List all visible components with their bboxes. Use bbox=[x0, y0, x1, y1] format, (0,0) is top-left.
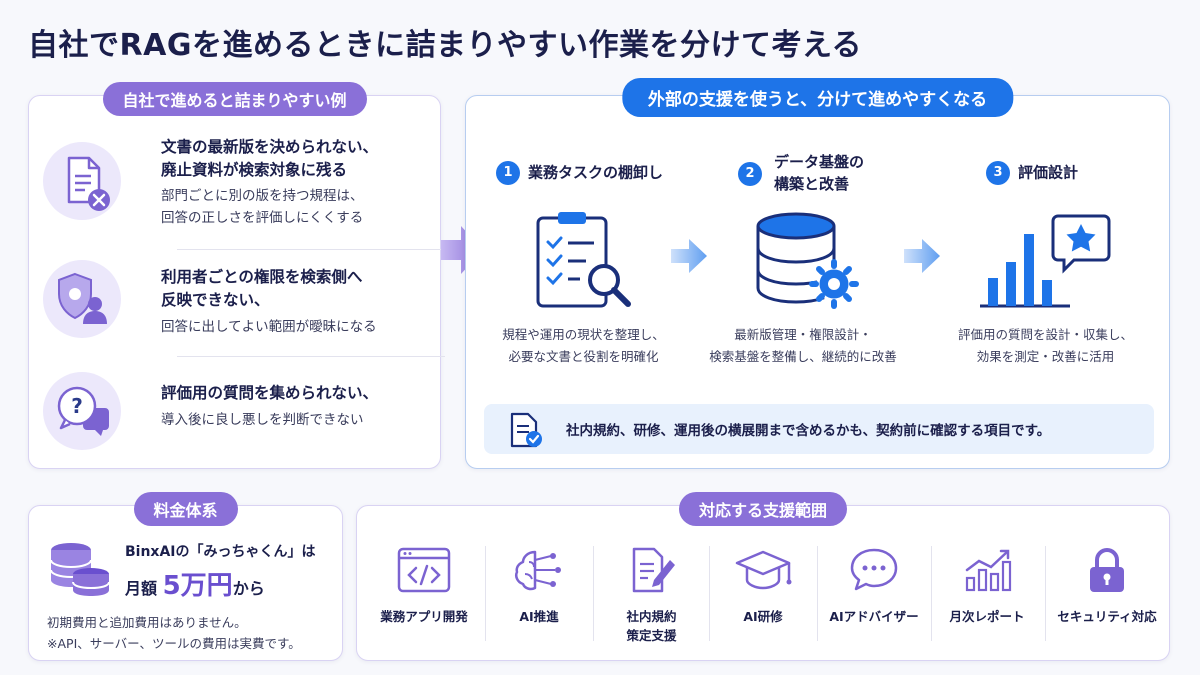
step-3-title: 3 評価設計 bbox=[986, 161, 1078, 185]
scope-item-monthly-report: 月次レポート bbox=[937, 546, 1037, 625]
pricing-suffix: から bbox=[232, 579, 265, 598]
divider bbox=[177, 356, 445, 357]
step-2-desc-line2: 検索基盤を整備し、継続的に改善 bbox=[709, 349, 897, 364]
problem-head-2b: 反映できない、 bbox=[161, 291, 270, 309]
divider bbox=[593, 546, 594, 641]
problems-panel: 自社で進めると詰まりやすい例 文書の最新版を決められない、 廃止資料が検索対象に… bbox=[28, 82, 445, 469]
question-bubble-icon: ? bbox=[43, 372, 121, 450]
scope-item-policy: 社内規約 策定支援 bbox=[599, 546, 704, 644]
database-gear-icon bbox=[756, 212, 859, 309]
document-pen-icon bbox=[632, 547, 675, 593]
scope-item-ai-advisor: AIアドバイザー bbox=[819, 546, 929, 625]
divider bbox=[709, 546, 710, 641]
step-3-number: 3 bbox=[986, 161, 1010, 185]
step-1-title-text: 業務タスクの棚卸し bbox=[528, 163, 664, 182]
pricing-product: BinxAIの「みっちゃくん」は bbox=[125, 544, 316, 560]
pricing-note-2: ※API、サーバー、ツールの費用は実費です。 bbox=[47, 636, 301, 651]
arrow-right-icon bbox=[904, 239, 940, 273]
problem-item-permission: 利用者ごとの権限を検索側へ 反映できない、 回答に出してよい範囲が曖昧になる bbox=[43, 260, 431, 346]
note-text: 社内規約、研修、運用後の横展開まで含めるかも、契約前に確認する項目です。 bbox=[566, 423, 1051, 439]
problem-head-2a: 利用者ごとの権限を検索側へ bbox=[161, 268, 363, 286]
problem-item-evaluation: ? 評価用の質問を集められない、 導入後に良し悪しを判断できない bbox=[43, 372, 431, 458]
problems-label: 自社で進めると詰まりやすい例 bbox=[102, 82, 367, 116]
svg-text:?: ? bbox=[71, 394, 83, 418]
page-title: 自社でRAGを進めるときに詰まりやすい作業を分けて考える bbox=[28, 28, 863, 63]
scope-label-ai-training: AI研修 bbox=[743, 609, 783, 624]
scope-label-policy-line1: 社内規約 bbox=[626, 609, 677, 624]
pricing-value: 5万円 bbox=[162, 571, 233, 601]
support-scope-label: 対応する支援範囲 bbox=[678, 492, 848, 526]
scope-item-ai-promotion: AI推進 bbox=[491, 546, 587, 625]
step-1-title: 1 業務タスクの棚卸し bbox=[496, 161, 663, 185]
scope-label-ai-advisor: AIアドバイザー bbox=[829, 609, 919, 624]
step-3-desc-line1: 評価用の質問を設計・収集し、 bbox=[957, 327, 1133, 342]
solution-label: 外部の支援を使うと、分けて進めやすくなる bbox=[621, 78, 1014, 117]
problem-body-3a: 導入後に良し悪しを判断できない bbox=[161, 412, 364, 428]
step-1-desc-line1: 規程や運用の現状を整理し、 bbox=[502, 327, 665, 342]
step-2-number: 2 bbox=[738, 162, 762, 186]
arrow-right-icon bbox=[441, 226, 483, 274]
problem-head-1b: 廃止資料が検索対象に残る bbox=[161, 161, 348, 179]
graduation-cap-icon bbox=[735, 550, 792, 590]
clipboard-search-icon bbox=[536, 212, 631, 308]
chart-star-icon bbox=[980, 214, 1111, 308]
padlock-icon bbox=[1090, 548, 1124, 592]
problem-head-1a: 文書の最新版を決められない、 bbox=[161, 138, 379, 156]
arrow-right-icon bbox=[671, 239, 707, 273]
step-2-desc: 最新版管理・権限設計・ 検索基盤を整備し、継続的に改善 bbox=[688, 324, 918, 368]
step-2-desc-line1: 最新版管理・権限設計・ bbox=[734, 327, 872, 342]
scope-label-security: セキュリティ対応 bbox=[1057, 609, 1157, 624]
document-check-icon bbox=[510, 412, 542, 448]
document-x-icon bbox=[43, 142, 121, 220]
scope-label-monthly-report: 月次レポート bbox=[949, 609, 1025, 624]
problem-item-version: 文書の最新版を決められない、 廃止資料が検索対象に残る 部門ごとに別の版を持つ規… bbox=[43, 136, 431, 236]
step-3-title-text: 評価設計 bbox=[1018, 163, 1079, 182]
divider bbox=[931, 546, 932, 641]
pricing-amount: 月額 5万円から bbox=[125, 565, 265, 602]
scope-label-ai-promotion: AI推進 bbox=[519, 609, 559, 624]
scope-item-security: セキュリティ対応 bbox=[1049, 546, 1165, 625]
chat-bubble-icon bbox=[850, 548, 898, 591]
pricing-panel: 料金体系 BinxAIの「みっちゃくん」は 月額 5万円から 初期費用と追加費用… bbox=[28, 492, 343, 661]
scope-item-ai-training: AI研修 bbox=[715, 546, 811, 625]
pricing-prefix: 月額 bbox=[125, 579, 158, 598]
step-1-desc-line2: 必要な文書と役割を明確化 bbox=[508, 349, 659, 364]
pricing-label: 料金体系 bbox=[133, 492, 238, 526]
code-window-icon bbox=[397, 547, 451, 593]
scope-item-app-dev: 業務アプリ開発 bbox=[369, 546, 479, 625]
shield-user-icon bbox=[43, 260, 121, 338]
problem-head-3a: 評価用の質問を集められない、 bbox=[161, 384, 379, 402]
scope-label-policy-line2: 策定支援 bbox=[626, 628, 677, 643]
step-2-title-line2: 構築と改善 bbox=[774, 175, 850, 193]
ai-brain-icon bbox=[515, 550, 561, 591]
note-box: 社内規約、研修、運用後の横展開まで含めるかも、契約前に確認する項目です。 bbox=[484, 404, 1154, 454]
divider bbox=[1045, 546, 1046, 641]
step-1-desc: 規程や運用の現状を整理し、 必要な文書と役割を明確化 bbox=[476, 324, 691, 368]
divider bbox=[177, 249, 445, 250]
coin-stack-icon bbox=[50, 543, 110, 596]
divider bbox=[485, 546, 486, 641]
support-scope-panel: 対応する支援範囲 業務アプリ開発 AI推進 社内規約 策定支援 bbox=[356, 492, 1170, 661]
step-1-number: 1 bbox=[496, 161, 520, 185]
pricing-note-1: 初期費用と追加費用はありません。 bbox=[47, 615, 247, 630]
solution-panel: 外部の支援を使うと、分けて進めやすくなる 1 業務タスクの棚卸し 規程や運用の現状… bbox=[465, 78, 1170, 469]
step-2-title-line1: データ基盤の bbox=[774, 153, 865, 171]
step-3-desc-line2: 効果を測定・改善に活用 bbox=[976, 349, 1115, 364]
divider bbox=[817, 546, 818, 641]
step-3-desc: 評価用の質問を設計・収集し、 効果を測定・改善に活用 bbox=[928, 324, 1163, 368]
bar-chart-icon bbox=[965, 549, 1012, 592]
problem-body-1b: 回答の正しさを評価しにくくする bbox=[161, 210, 364, 226]
problem-body-1a: 部門ごとに別の版を持つ規程は、 bbox=[161, 188, 364, 204]
problem-body-2a: 回答に出してよい範囲が曖昧になる bbox=[161, 319, 377, 335]
scope-label-app-dev: 業務アプリ開発 bbox=[380, 609, 468, 624]
